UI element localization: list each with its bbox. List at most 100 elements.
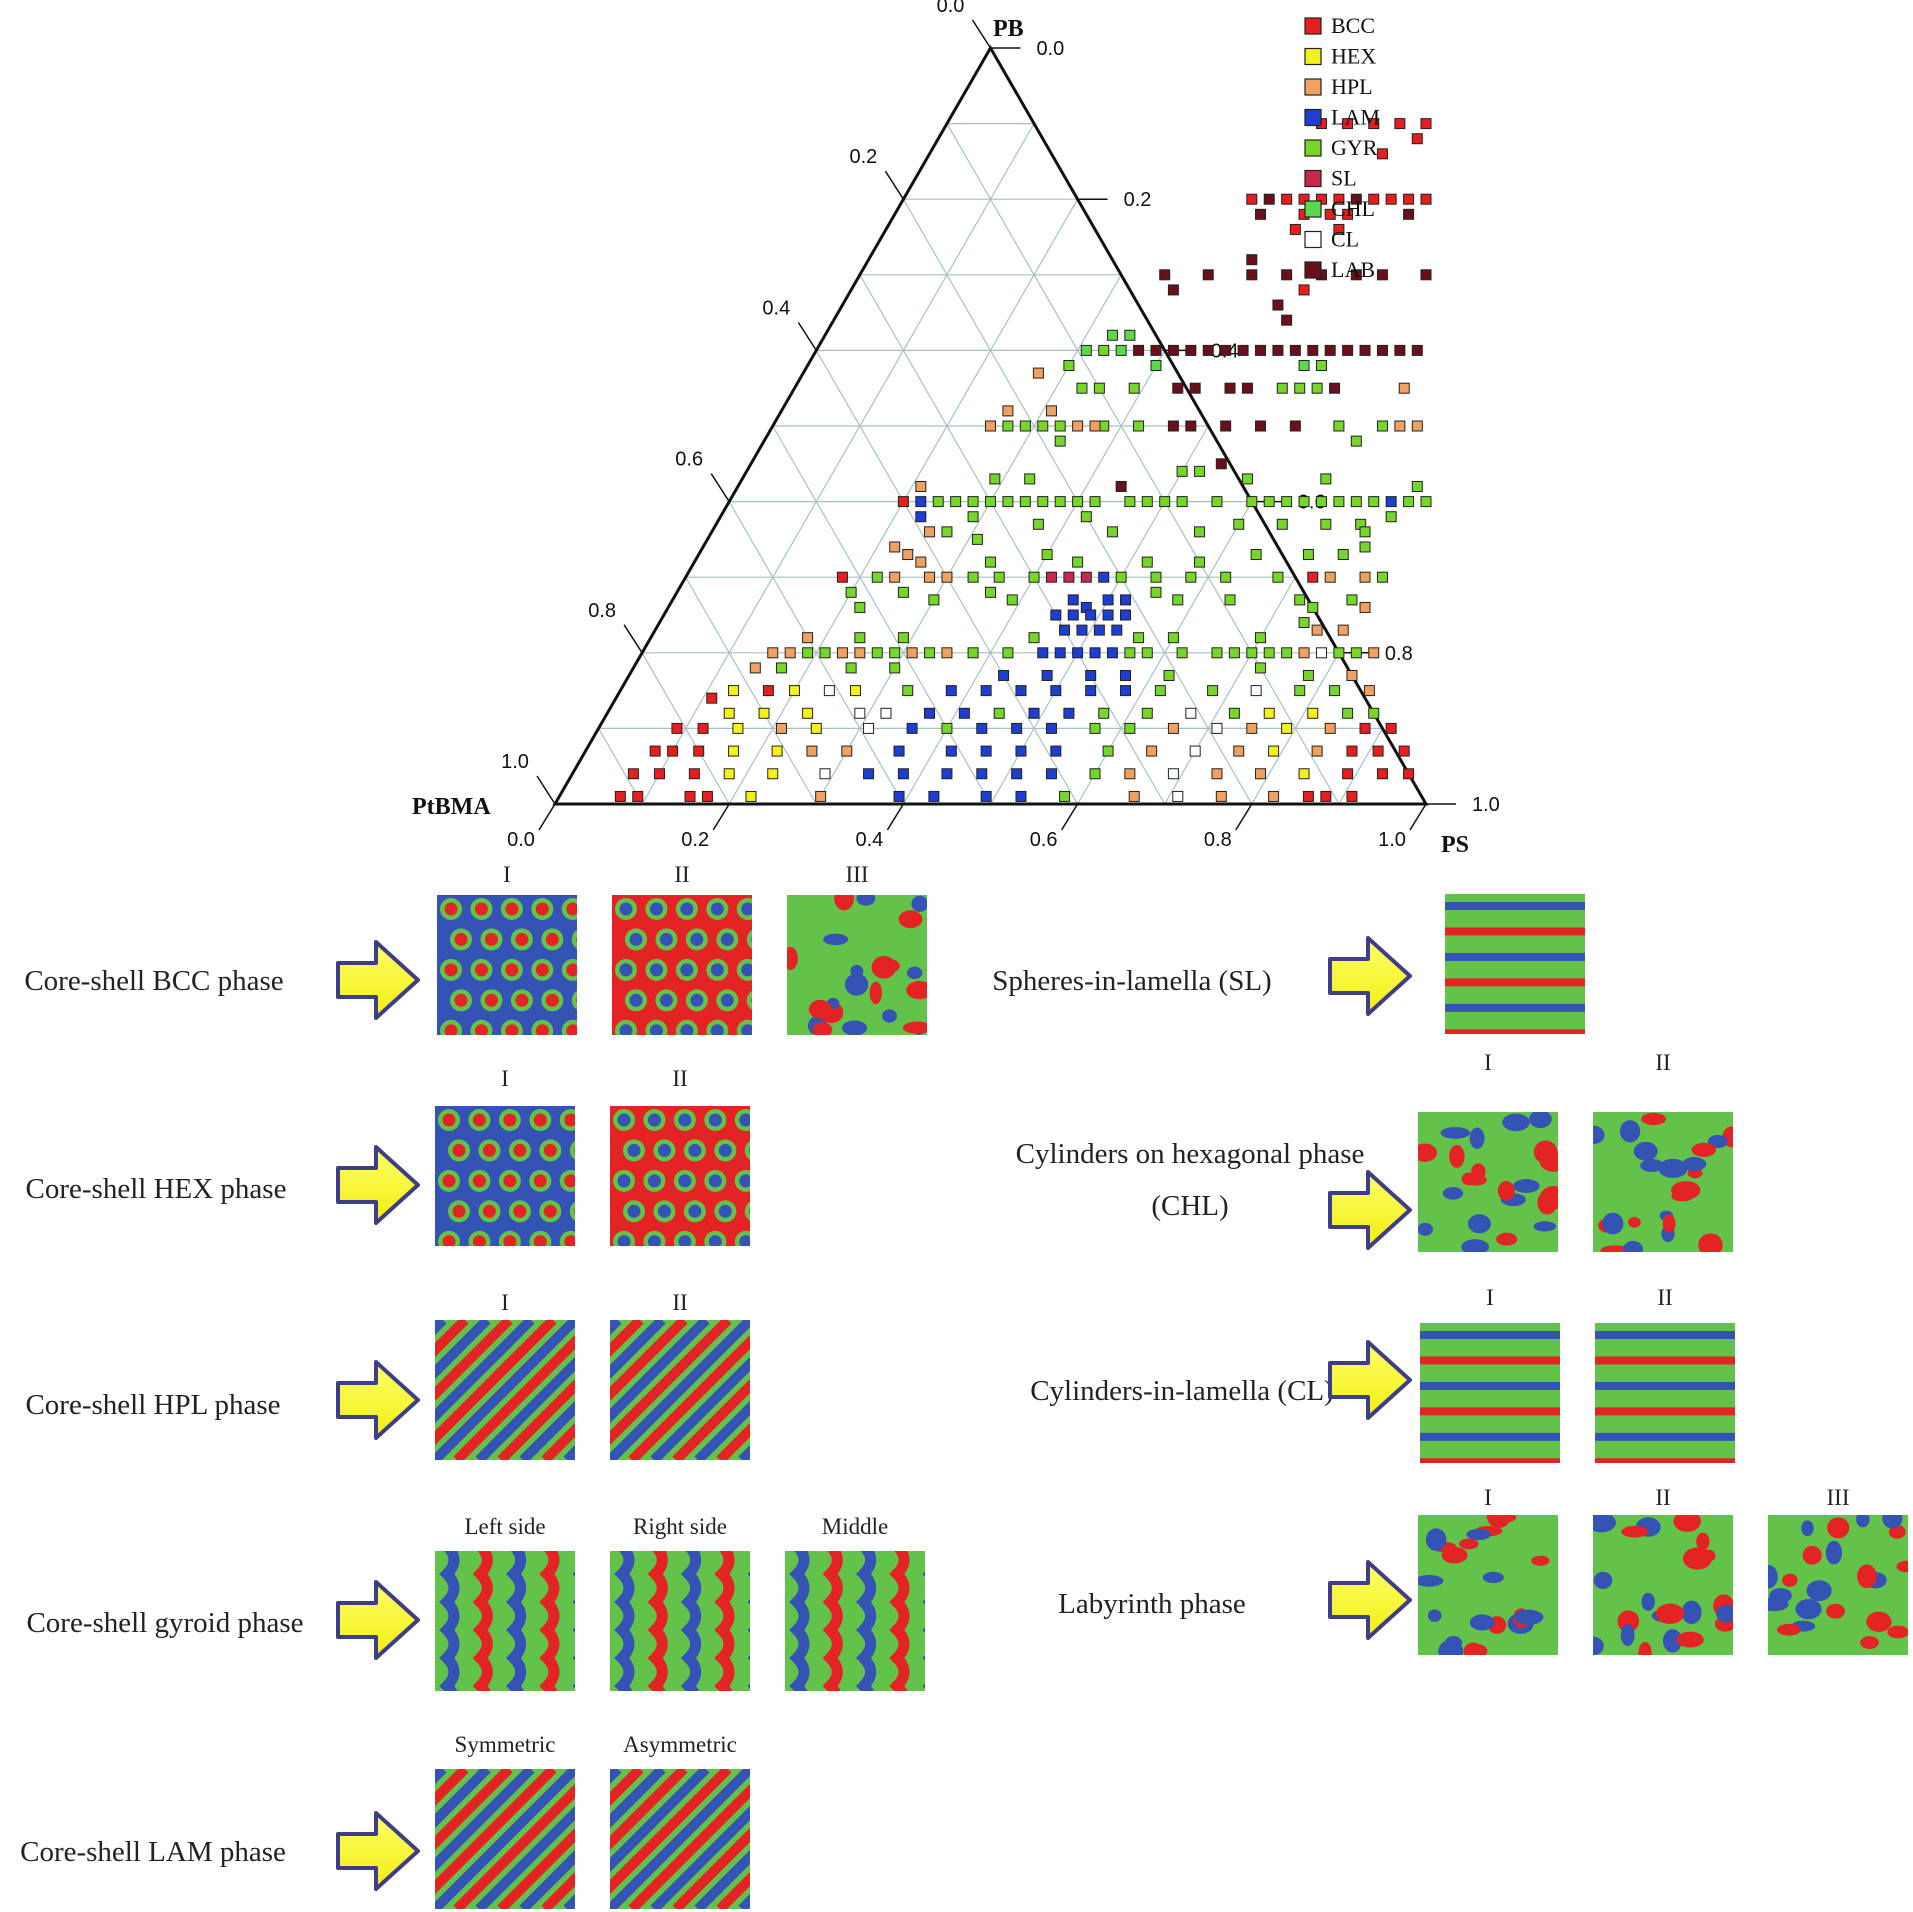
point-hpl <box>836 647 848 659</box>
point-bcc <box>1420 118 1432 130</box>
legend-swatch <box>1304 78 1322 96</box>
point-gyr <box>993 571 1005 583</box>
point-lab <box>1263 193 1275 205</box>
point-gyr <box>1006 594 1018 606</box>
panel-caption: II <box>1657 1285 1672 1310</box>
tick-label-ptbma: 0.2 <box>849 146 877 168</box>
point-gyr <box>1059 790 1071 802</box>
point-hpl <box>767 647 779 659</box>
point-lam <box>1111 624 1123 636</box>
point-gyr <box>1128 382 1140 394</box>
point-cl <box>1167 768 1179 780</box>
point-hpl <box>1124 768 1136 780</box>
legend-swatch <box>1304 17 1322 35</box>
point-bcc <box>701 790 713 802</box>
triangle-outline <box>552 44 1429 806</box>
phase-label: Core-shell BCC phase <box>24 965 283 997</box>
point-gyr <box>1194 526 1206 538</box>
point-lab <box>1202 344 1214 356</box>
point-bcc <box>688 768 700 780</box>
point-hex <box>810 722 822 734</box>
point-lam <box>1045 768 1057 780</box>
point-gyr <box>1411 480 1423 492</box>
grid-line <box>1251 652 1340 805</box>
phase-label: (CHL) <box>1151 1190 1228 1222</box>
point-hpl <box>1072 420 1084 432</box>
point-cl <box>1250 685 1262 697</box>
arrow-icon <box>1328 936 1412 1016</box>
point-gyr <box>950 496 962 508</box>
point-lam <box>1067 609 1079 621</box>
point-gyr <box>775 662 787 674</box>
point-gyr <box>967 496 979 508</box>
axis-label-pb: PB <box>993 16 1024 42</box>
point-hex <box>745 790 757 802</box>
point-hex <box>802 707 814 719</box>
point-hex <box>758 707 770 719</box>
point-hpl <box>1337 624 1349 636</box>
point-gyr <box>928 594 940 606</box>
point-lam <box>1120 669 1132 681</box>
point-hpl <box>1324 571 1336 583</box>
arrow-icon <box>1328 1560 1412 1640</box>
point-chl <box>1115 344 1127 356</box>
point-gyr <box>985 556 996 568</box>
panel-caption: II <box>674 862 689 887</box>
point-hpl <box>1215 790 1227 802</box>
point-bcc <box>1394 118 1406 130</box>
point-lab <box>1220 344 1232 356</box>
panel-caption: Right side <box>633 1514 727 1539</box>
point-lab <box>1246 269 1258 281</box>
point-lab <box>1420 269 1432 281</box>
point-gyr <box>1002 496 1014 508</box>
tick-label-pb: 0.8 <box>1385 643 1413 665</box>
point-gyr <box>1093 382 1105 394</box>
legend-item-bcc: BCC <box>1304 13 1375 38</box>
point-lam <box>1063 707 1075 719</box>
point-lab <box>1185 420 1197 432</box>
point-gyr <box>845 586 857 598</box>
point-lab <box>1376 269 1388 281</box>
point-gyr <box>1124 647 1136 659</box>
point-gyr <box>802 647 814 659</box>
grid-line <box>1164 576 1296 805</box>
point-bcc <box>1307 571 1319 583</box>
point-bcc <box>1385 193 1397 205</box>
point-hpl <box>889 571 901 583</box>
point-hex <box>732 722 744 734</box>
arrow-icon <box>336 1811 420 1891</box>
point-gyr <box>1176 647 1188 659</box>
point-bcc <box>684 790 696 802</box>
point-hpl <box>1211 768 1223 780</box>
point-hpl <box>1002 405 1014 417</box>
tick-mark <box>538 803 556 831</box>
point-gyr <box>1150 571 1162 583</box>
point-lab <box>1342 344 1354 356</box>
point-lam <box>1050 685 1062 697</box>
point-cl <box>823 685 835 697</box>
point-lab <box>1255 420 1267 432</box>
arrow-icon <box>336 1145 420 1225</box>
tick-mark <box>886 803 905 831</box>
grid-line <box>641 123 1035 805</box>
point-gyr <box>1350 496 1362 508</box>
point-lam <box>1120 609 1132 621</box>
point-lam <box>928 790 940 802</box>
point-bcc <box>1346 745 1358 757</box>
tick-mark <box>971 19 992 49</box>
point-gyr <box>854 601 866 613</box>
tick-label-ps: 0.6 <box>1030 829 1058 851</box>
point-hpl <box>1032 367 1044 379</box>
point-bcc <box>1320 790 1332 802</box>
point-lam <box>1045 722 1057 734</box>
legend-swatch <box>1304 108 1322 127</box>
point-bcc <box>1411 133 1423 145</box>
point-bcc <box>1246 193 1258 205</box>
point-hpl <box>1045 405 1057 417</box>
legend-label: GYR <box>1331 135 1378 160</box>
panel-caption: I <box>501 1290 509 1315</box>
panel-caption: I <box>1484 1050 1492 1075</box>
